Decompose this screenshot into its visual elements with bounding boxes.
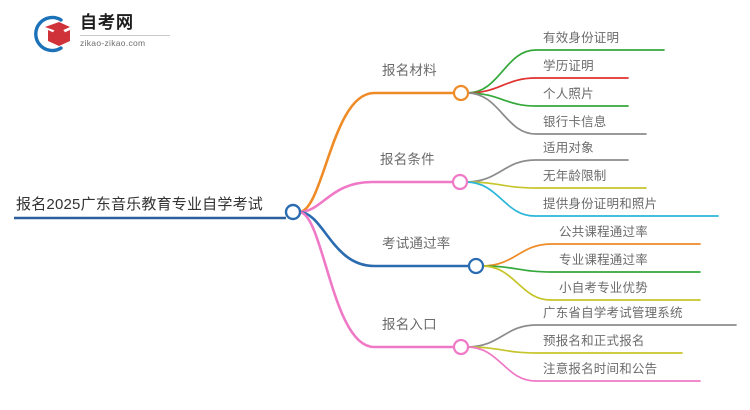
leaf-node-label[interactable]: 小自考专业优势 (559, 281, 648, 295)
leaf-node-label[interactable]: 广东省自学考试管理系统 (543, 306, 683, 320)
root-node-label[interactable]: 报名2025广东音乐教育专业自学考试 (16, 196, 263, 213)
logo-mark-icon (34, 15, 70, 53)
branch-curve (297, 91, 457, 214)
branch-node-label[interactable]: 报名条件 (380, 152, 435, 167)
branch-node-label[interactable]: 报名材料 (382, 63, 437, 78)
branch-node-dot (451, 173, 469, 191)
leaf-curve (481, 265, 701, 273)
logo-subtitle: zikao-zikao.com (80, 38, 146, 48)
leaf-node-label[interactable]: 注意报名时间和公告 (543, 362, 658, 376)
branch-node-label[interactable]: 报名入口 (382, 317, 437, 332)
branch-node-dot (467, 257, 485, 275)
leaf-node-label[interactable]: 个人照片 (543, 87, 594, 101)
leaf-node-label[interactable]: 适用对象 (543, 141, 594, 155)
branch-curve (297, 210, 472, 268)
leaf-node-label[interactable]: 有效身份证明 (543, 31, 620, 45)
leaf-node-label[interactable]: 公共课程通过率 (559, 225, 648, 239)
leaf-node-label[interactable]: 无年龄限制 (543, 169, 607, 183)
leaf-curve (466, 324, 737, 348)
leaf-curve (481, 243, 701, 267)
branch-curve (297, 210, 457, 349)
leaf-curve (465, 159, 629, 183)
leaf-node-label[interactable]: 提供身份证明和照片 (543, 197, 658, 211)
leaf-curve (466, 49, 665, 94)
logo-title: 自考网 (80, 13, 134, 32)
leaf-curve (466, 346, 701, 382)
branch-node-dot (452, 84, 470, 102)
leaf-curve (466, 346, 683, 354)
branch-curve (297, 180, 456, 214)
branch-node-dot (452, 338, 470, 356)
leaf-curve (481, 265, 701, 301)
leaf-curve (465, 181, 647, 189)
leaf-curve (466, 92, 629, 107)
root-node-dot (284, 203, 302, 221)
leaf-curve (466, 77, 629, 94)
leaf-node-label[interactable]: 预报名和正式报名 (543, 334, 645, 348)
branch-node-label[interactable]: 考试通过率 (382, 236, 451, 251)
leaf-curve (466, 92, 647, 135)
logo-divider (80, 35, 170, 36)
leaf-node-label[interactable]: 学历证明 (543, 59, 594, 73)
leaf-curve (465, 181, 719, 217)
leaf-node-label[interactable]: 专业课程通过率 (559, 253, 648, 267)
site-logo: 自考网 zikao-zikao.com (28, 12, 170, 56)
leaf-node-label[interactable]: 银行卡信息 (543, 115, 607, 129)
